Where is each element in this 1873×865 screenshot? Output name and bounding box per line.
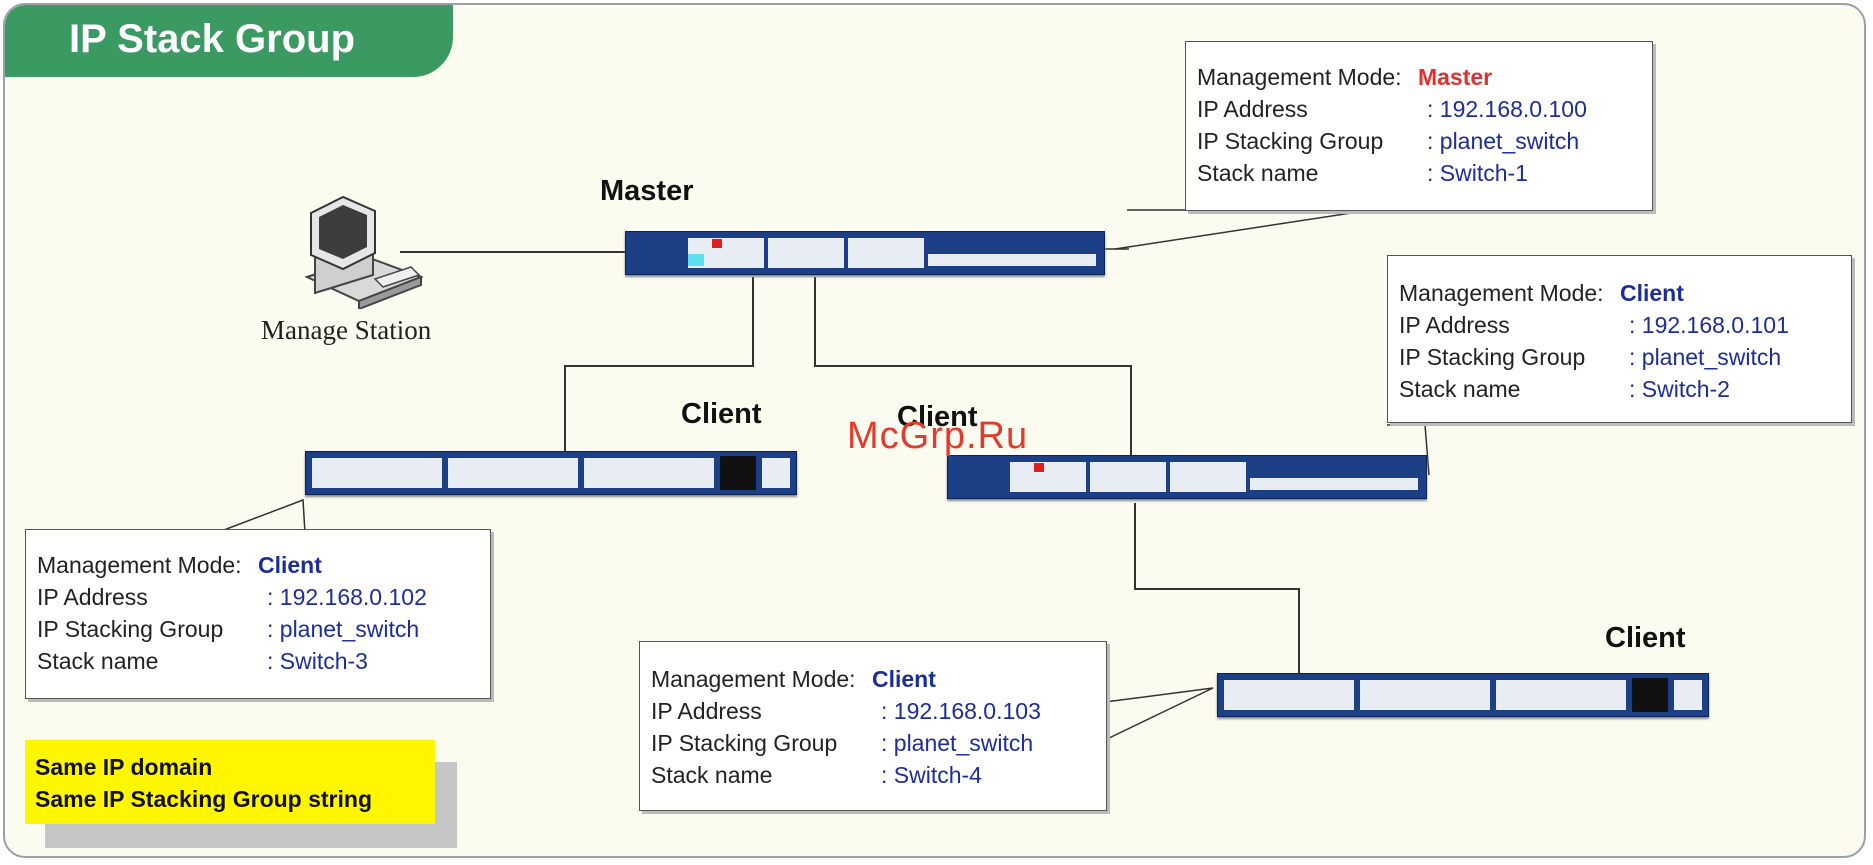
ip-value: : 192.168.0.100 <box>1427 96 1587 122</box>
mode-label: Management Mode: <box>651 666 856 692</box>
ip-value: : 192.168.0.102 <box>267 584 427 610</box>
mode-label: Management Mode: <box>1399 280 1604 306</box>
port-block <box>312 458 442 488</box>
port-block <box>1170 462 1246 492</box>
port-block <box>848 238 924 268</box>
note-line-1: Same IP domain <box>35 754 213 780</box>
wire-master-switch2 <box>814 277 1132 460</box>
port-block <box>1090 462 1166 492</box>
group-label: IP Stacking Group <box>1197 128 1384 154</box>
module-slot <box>720 456 756 490</box>
group-label: IP Stacking Group <box>651 730 838 756</box>
switch-client-2 <box>947 455 1427 499</box>
active-port-indicator <box>1034 463 1044 472</box>
role-label-master: Master <box>600 175 694 207</box>
group-value: : planet_switch <box>1427 128 1580 154</box>
role-label-client-2: Client <box>897 401 978 433</box>
name-value: : Switch-1 <box>1427 160 1528 186</box>
name-value: : Switch-3 <box>267 648 368 674</box>
pointer-switch2 <box>1387 424 1430 476</box>
module-slot <box>1632 678 1668 712</box>
callout-switch-4: Management Mode: Client IP Address : 192… <box>639 641 1107 811</box>
name-label: Stack name <box>37 648 159 674</box>
group-label: IP Stacking Group <box>37 616 224 642</box>
port-block <box>584 458 714 488</box>
sfp-port-block <box>928 254 1096 266</box>
port-block <box>1010 462 1086 492</box>
wire-master-switch3 <box>564 277 754 460</box>
switch-client-3 <box>305 451 797 495</box>
port-block <box>762 458 790 488</box>
ip-label: IP Address <box>1197 96 1308 122</box>
station-label: Manage Station <box>261 315 432 345</box>
port-block <box>448 458 578 488</box>
sfp-port-block <box>1250 478 1418 490</box>
port-block <box>1496 680 1626 710</box>
port-block <box>768 238 844 268</box>
ip-value: : 192.168.0.103 <box>881 698 1041 724</box>
group-label: IP Stacking Group <box>1399 344 1586 370</box>
role-label-client-3: Client <box>681 398 762 430</box>
pointer-switch4 <box>1104 687 1214 741</box>
pointer-switch1 <box>1114 209 1372 250</box>
ip-label: IP Address <box>37 584 148 610</box>
mode-value: Client <box>257 552 322 578</box>
wire-switch2-switch4 <box>1134 503 1300 675</box>
port-block <box>1360 680 1490 710</box>
name-label: Stack name <box>1399 376 1521 402</box>
role-label-client-4: Client <box>1605 622 1686 654</box>
pointer-switch3 <box>215 498 306 534</box>
page-title: IP Stack Group <box>69 17 356 61</box>
computer-icon <box>304 195 423 309</box>
group-value: : planet_switch <box>1629 344 1782 370</box>
mode-value: Master <box>1417 64 1493 90</box>
name-value: : Switch-2 <box>1629 376 1730 402</box>
name-value: : Switch-4 <box>881 762 982 788</box>
callout-switch-3: Management Mode: Client IP Address : 192… <box>25 529 491 699</box>
title-tab: IP Stack Group <box>5 5 453 77</box>
group-value: : planet_switch <box>881 730 1034 756</box>
port-block <box>1674 680 1702 710</box>
ip-label: IP Address <box>1399 312 1510 338</box>
mode-label: Management Mode: <box>37 552 242 578</box>
active-port-indicator <box>712 239 722 248</box>
name-label: Stack name <box>651 762 773 788</box>
requirements-note: Same IP domain Same IP Stacking Group st… <box>25 740 435 824</box>
uplink-port-indicator <box>688 254 704 266</box>
switch-master <box>625 231 1105 275</box>
group-value: : planet_switch <box>267 616 420 642</box>
name-label: Stack name <box>1197 160 1319 186</box>
ip-label: IP Address <box>651 698 762 724</box>
mode-label: Management Mode: <box>1197 64 1402 90</box>
note-line-2: Same IP Stacking Group string <box>35 786 372 812</box>
switch-client-4 <box>1217 673 1709 717</box>
diagram-frame: IP Stack Group Manage Station Master <box>3 3 1866 858</box>
callout-switch-1: Management Mode: Master IP Address : 192… <box>1185 41 1653 211</box>
mode-value: Client <box>1619 280 1684 306</box>
port-block <box>1224 680 1354 710</box>
mode-value: Client <box>871 666 936 692</box>
ip-value: : 192.168.0.101 <box>1629 312 1789 338</box>
watermark: McGrp.Ru <box>847 415 1029 457</box>
callout-switch-2: Management Mode: Client IP Address : 192… <box>1387 255 1852 423</box>
